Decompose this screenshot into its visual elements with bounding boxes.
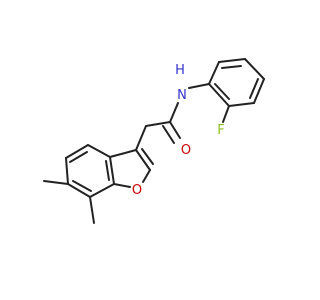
bond bbox=[72, 180, 92, 192]
bond bbox=[113, 183, 131, 188]
bond bbox=[67, 183, 91, 198]
bond bbox=[109, 156, 115, 185]
bond bbox=[208, 83, 230, 107]
bond bbox=[188, 83, 210, 89]
bond bbox=[89, 183, 115, 198]
bond bbox=[222, 105, 230, 123]
structure-drawing: N H F O O bbox=[43, 58, 265, 224]
bond bbox=[142, 169, 151, 183]
bond bbox=[244, 58, 265, 80]
bond bbox=[43, 180, 69, 185]
bond bbox=[162, 125, 175, 144]
atom-labels: N H F O O bbox=[132, 63, 225, 198]
bond bbox=[89, 196, 95, 224]
bonds bbox=[43, 58, 265, 224]
bond bbox=[141, 148, 154, 165]
nitrogen-label: N bbox=[177, 88, 187, 103]
fluorine-label: F bbox=[217, 123, 224, 138]
bond bbox=[135, 149, 151, 171]
furan-oxygen-label: O bbox=[132, 183, 142, 198]
bond bbox=[221, 65, 242, 69]
bond bbox=[249, 78, 259, 99]
bond bbox=[69, 151, 88, 163]
nitrogen-hydrogen-label: H bbox=[175, 63, 185, 78]
bond bbox=[105, 160, 110, 181]
carbonyl-oxygen-label: O bbox=[181, 143, 191, 158]
bond bbox=[65, 157, 69, 185]
bond bbox=[87, 144, 111, 158]
bond bbox=[253, 78, 265, 104]
bond bbox=[65, 144, 89, 159]
bond bbox=[228, 102, 255, 107]
bond bbox=[109, 149, 137, 158]
bond bbox=[169, 121, 181, 139]
bond bbox=[214, 83, 230, 100]
bond bbox=[145, 121, 171, 127]
molecule-diagram: N H F O O bbox=[43, 58, 265, 224]
bond bbox=[218, 58, 246, 63]
bond bbox=[169, 102, 179, 123]
bond bbox=[135, 125, 147, 151]
bond bbox=[208, 61, 220, 85]
